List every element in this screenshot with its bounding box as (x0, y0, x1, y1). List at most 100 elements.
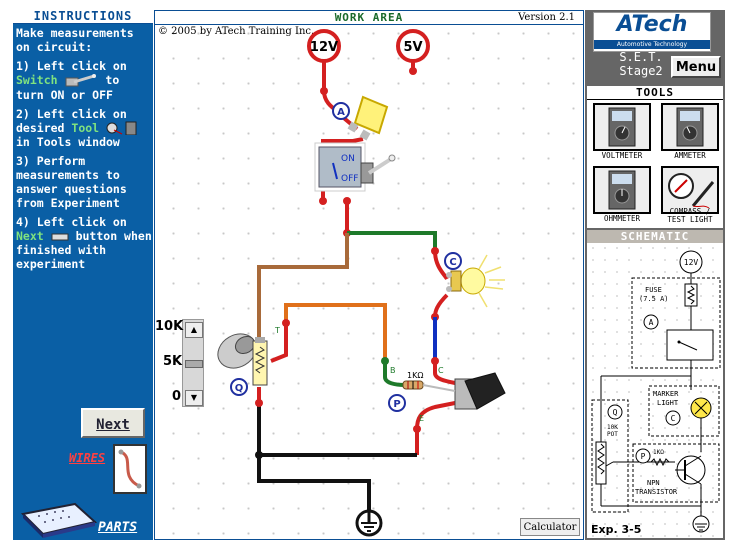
experiment-label: Exp. 3-5 (591, 523, 642, 536)
terminal-12v-label: 12V (310, 40, 338, 55)
work-area-title: WORK AREA (155, 11, 583, 25)
wire-red-pot-wiper (270, 323, 288, 363)
parts-label[interactable]: PARTS (98, 520, 138, 535)
ammeter-label: AMMETER (674, 151, 706, 160)
tools-panel: TOOLS VOLTMETER AMMETER OHMMETER COMPASS… (587, 86, 723, 228)
ohmmeter-label: OHMMETER (603, 214, 641, 223)
schematic-point-q-label: Q (613, 408, 618, 417)
menu-button[interactable]: Menu (671, 56, 721, 78)
measure-point-a[interactable]: A (332, 102, 350, 120)
wires-label[interactable]: WIRES (69, 451, 106, 465)
wire-brown-to-pot (257, 233, 349, 341)
voltmeter-label: VOLTMETER (601, 151, 643, 160)
schematic-supply-label: 12V (684, 258, 699, 267)
wire-black-to-ground (257, 455, 371, 511)
transistor-pin-e-label: E (419, 414, 424, 423)
step2-tool-word: Tool (71, 120, 100, 135)
pot-slider-down-arrow[interactable]: ▼ (185, 390, 203, 406)
instructions-title: INSTRUCTIONS (13, 10, 153, 24)
wire-red-emitter (415, 401, 456, 455)
step4-text-b: button when finished with experiment (16, 229, 152, 271)
ground-symbol[interactable] (355, 509, 383, 537)
fuse-component[interactable] (347, 95, 389, 141)
npn-transistor[interactable] (422, 372, 506, 410)
schematic-panel: SCHEMATIC 12V FUSE (7.5 A) A MARKER LIGH… (587, 230, 723, 538)
transistor-pin-c-label: C (438, 366, 444, 375)
work-area: WORK AREA Version 2.1 © 2005 by ATech Tr… (154, 10, 584, 540)
wire-node (413, 425, 421, 433)
switch-on-label: ON (341, 154, 355, 164)
switch-icon (65, 73, 97, 86)
wire-node (319, 197, 327, 205)
schematic-pot-label-1: 10K (607, 424, 618, 431)
transistor-pin-b-label: B (390, 366, 396, 375)
pot-slider-thumb[interactable] (185, 360, 203, 368)
compass-test-light-icon (668, 173, 715, 209)
version-label: Version 2.1 (518, 12, 575, 23)
measure-point-p-label: P (393, 399, 400, 410)
next-button-mini-icon (51, 233, 69, 240)
wire-node (431, 357, 439, 365)
ammeter-icon (676, 107, 704, 147)
set-stage-label: S.E.T. Stage2 (613, 50, 669, 78)
calculator-button[interactable]: Calculator (520, 518, 580, 536)
schematic-npn-label-1: NPN (647, 479, 660, 487)
terminal-12v[interactable]: 12V (307, 29, 341, 63)
pot-slider[interactable]: ▲ ▼ (182, 319, 204, 407)
ammeter-tool[interactable] (661, 103, 719, 151)
terminal-5v[interactable]: 5V (396, 29, 430, 63)
voltmeter-icon (608, 107, 636, 147)
ohmmeter-icon (608, 170, 636, 210)
wire-icon (118, 449, 142, 489)
schematic-point-a-label: A (649, 318, 654, 327)
instructions-step-1: 1) Left click on Switch to turn ON or OF… (16, 59, 152, 102)
wire-node (431, 247, 439, 255)
ohmmeter-tool[interactable] (593, 166, 651, 214)
atech-logo: ATech Automotive Technology (593, 12, 711, 52)
pot-pin-t-label: T (274, 326, 280, 335)
compass-test-light-tool[interactable] (661, 166, 719, 214)
pot-scale-0: 0 (172, 389, 182, 404)
instructions-panel: INSTRUCTIONS Make measurements on circui… (13, 10, 153, 540)
schematic-diagram: 12V FUSE (7.5 A) A MARKER LIGHT C (591, 250, 721, 533)
wire-orange-wiper (284, 303, 387, 361)
measure-point-q-label: Q (235, 383, 244, 394)
instructions-step-4: 4) Left click on Next button when finish… (16, 215, 152, 271)
wire-node (343, 197, 351, 205)
pot-scale-10k: 10K (155, 319, 184, 334)
voltmeter-tool[interactable] (593, 103, 651, 151)
wire-green-base (383, 361, 406, 387)
schematic-fuse-label-1: FUSE (645, 286, 662, 294)
switch-off-label: OFF (341, 174, 358, 184)
right-panel: ATech Automotive Technology S.E.T. Stage… (585, 10, 725, 540)
schematic-marker-label-1: MARKER (653, 390, 679, 398)
step4-next-word: Next (16, 229, 44, 243)
wire-red-collector-lead (433, 361, 456, 385)
schematic-pot-label-2: POT (607, 431, 618, 438)
compass-label-1: COMPASS / (669, 207, 711, 216)
instructions-step-3: 3) Perform measurements to answer questi… (16, 154, 127, 210)
marker-light[interactable] (446, 254, 505, 308)
wires-bin[interactable] (113, 444, 147, 494)
step4-text-a: 4) Left click on (16, 215, 127, 229)
next-button[interactable]: Next (81, 408, 145, 438)
wire-node (255, 399, 263, 407)
wire-node (381, 357, 389, 365)
measure-point-p[interactable]: P (388, 394, 406, 412)
step2-text-b: in Tools window (16, 135, 120, 149)
toggle-switch[interactable]: ON OFF (314, 142, 396, 192)
schematic-resistor-label: 1KΩ (653, 449, 664, 456)
schematic-fuse-label-2: (7.5 A) (639, 295, 669, 303)
step1-switch-word: Switch (16, 73, 58, 87)
pot-slider-up-arrow[interactable]: ▲ (185, 322, 203, 338)
resistor-1k[interactable]: 1KΩ (402, 371, 424, 390)
measure-point-c[interactable]: C (444, 252, 462, 270)
potentiometer[interactable]: T (212, 326, 280, 386)
logo-subtitle: Automotive Technology (594, 40, 710, 49)
tools-title: TOOLS (587, 86, 723, 100)
set-line-1: S.E.T. (619, 50, 663, 64)
measure-point-q[interactable]: Q (230, 378, 248, 396)
step1-text-b: to turn ON or OFF (16, 73, 120, 102)
step2-text-a: 2) Left click on desired (16, 106, 127, 135)
parts-breadboard-icon[interactable] (19, 500, 97, 538)
